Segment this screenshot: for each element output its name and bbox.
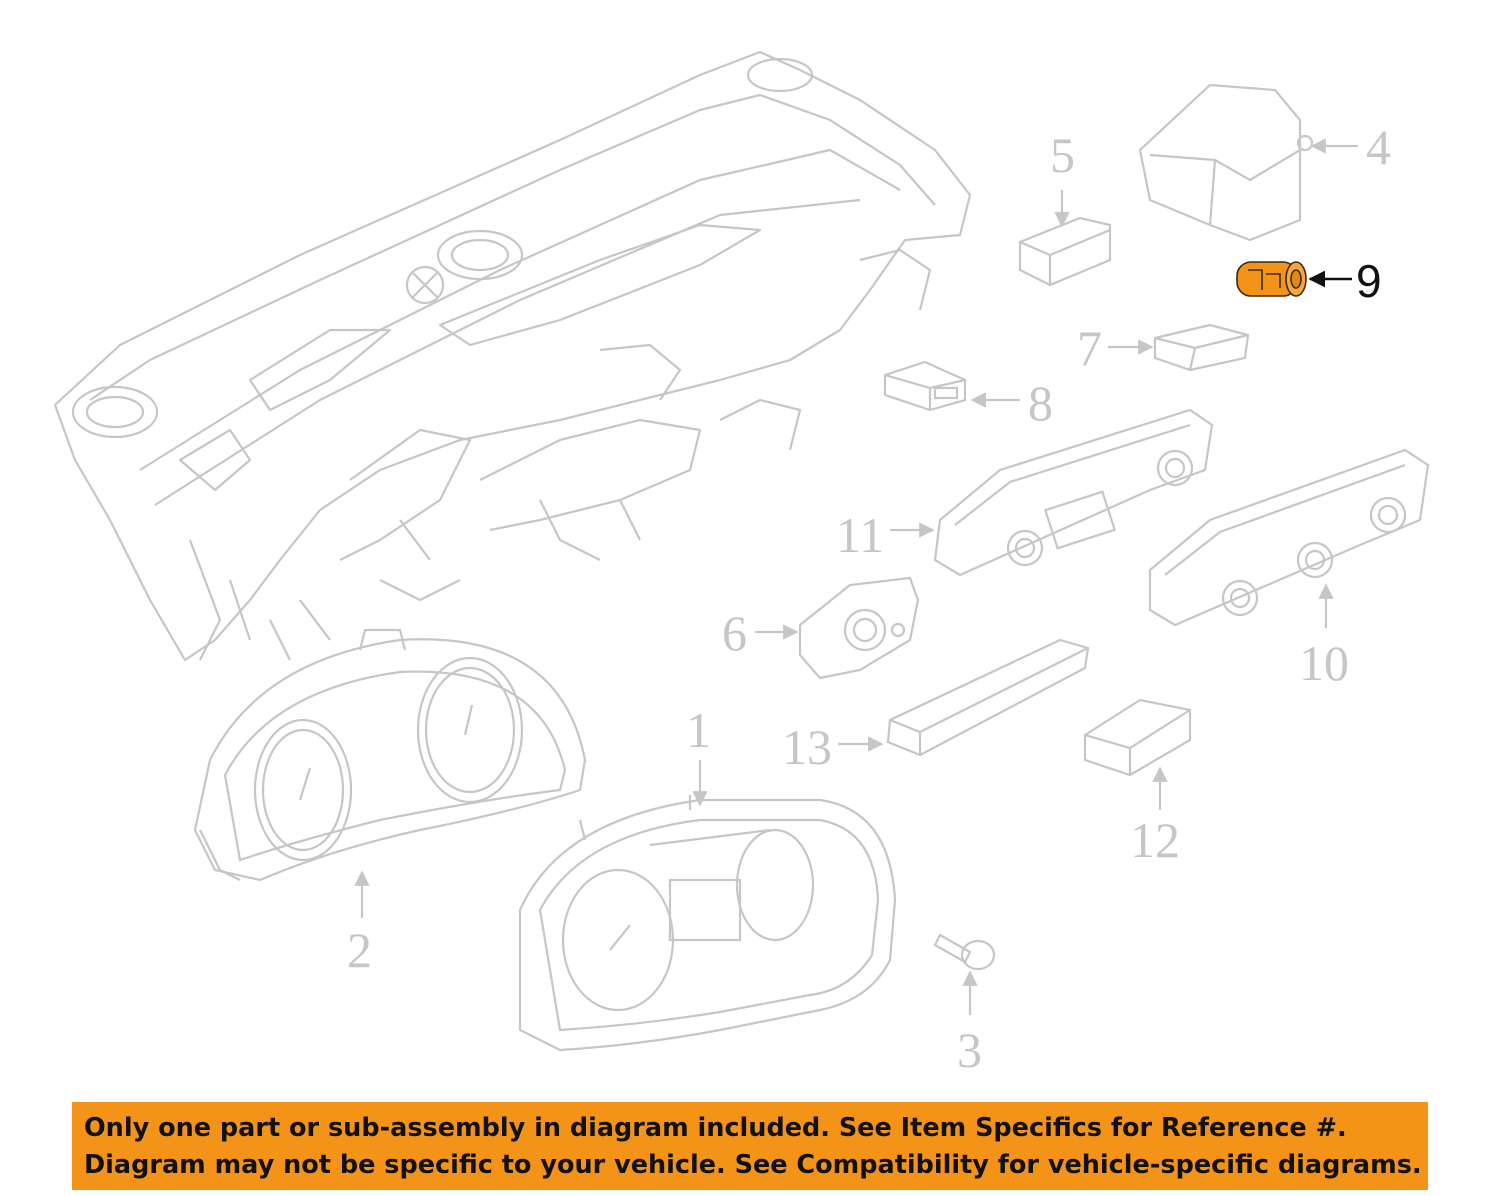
switch-module-icon [886, 638, 1090, 757]
parts-diagram [53, 50, 1430, 1052]
callout-5: 5 [1050, 127, 1075, 183]
switch-module-icon [798, 576, 920, 680]
bolt-icon [933, 933, 996, 971]
switch-module-icon [1083, 698, 1192, 777]
switch-module-icon [1018, 216, 1112, 287]
disclaimer-banner: Only one part or sub-assembly in diagram… [72, 1102, 1428, 1190]
instrument-cluster-icon [193, 628, 587, 882]
switch-module-icon [933, 408, 1214, 577]
switch-module-icon [1153, 323, 1250, 372]
callout-7: 7 [1077, 320, 1102, 376]
callout-9: 9 [1356, 255, 1382, 307]
callout-2: 2 [347, 922, 372, 978]
switch-module-icon [883, 360, 967, 412]
callout-6: 6 [722, 605, 747, 661]
instrument-cluster-icon [518, 795, 897, 1052]
dashboard-panel-icon [53, 50, 972, 662]
callout-11: 11 [836, 507, 885, 563]
callout-1: 1 [686, 702, 711, 758]
switch-module-icon [1148, 448, 1430, 627]
callout-4: 4 [1366, 119, 1391, 175]
callout-13: 13 [782, 719, 832, 775]
callout-12: 12 [1130, 812, 1180, 868]
disclaimer-line-2: Diagram may not be specific to your vehi… [84, 1150, 1422, 1180]
disclaimer-line-1: Only one part or sub-assembly in diagram… [84, 1113, 1347, 1143]
callout-10: 10 [1299, 635, 1349, 691]
callout-3: 3 [957, 1022, 982, 1078]
switch-module-icon [1138, 83, 1314, 242]
highlighted-part-9-icon [1236, 261, 1307, 297]
callout-8: 8 [1028, 375, 1053, 431]
